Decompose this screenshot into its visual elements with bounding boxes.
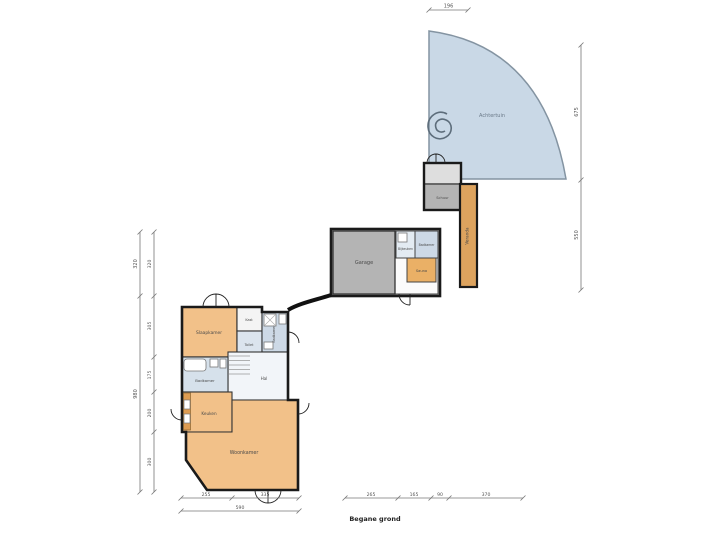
connector-wall bbox=[286, 293, 332, 312]
dimension-label-bottom-house-total: 590 bbox=[236, 505, 245, 511]
toilet-fixture bbox=[219, 358, 227, 369]
dimension-ticks-bottom-far bbox=[342, 495, 526, 501]
dimension-label-left-inner-4: 200 bbox=[147, 409, 153, 418]
bathtub-fixture bbox=[183, 358, 207, 372]
veranda bbox=[458, 182, 479, 289]
dimension-ticks-top bbox=[426, 7, 471, 13]
dimension-label-bottom-far-4: 370 bbox=[482, 492, 491, 498]
house-outline bbox=[180, 305, 300, 492]
garage-block-outline bbox=[329, 227, 442, 298]
bedroom-label: Slaapkamer bbox=[196, 330, 222, 336]
dimension-label-top: 196 bbox=[444, 4, 454, 10]
living-side-door-arc bbox=[297, 402, 310, 415]
washer-fixture bbox=[397, 232, 408, 243]
dimension-label-bottom-far-2: 165 bbox=[410, 492, 419, 498]
veranda-label: Veranda bbox=[465, 227, 470, 245]
shed-door-arc bbox=[426, 153, 446, 164]
toilet-fixture bbox=[278, 313, 287, 325]
kitchen-counter bbox=[183, 392, 191, 431]
dimension-label-left-outer-1: 320 bbox=[133, 259, 139, 269]
dimension-ticks-bottom-house-2 bbox=[178, 508, 302, 514]
living-room-label: Woonkamer bbox=[230, 450, 259, 456]
living-garden-doors-arc bbox=[254, 489, 282, 504]
garage-door-arc bbox=[398, 293, 411, 306]
shower-cross bbox=[263, 313, 277, 327]
kitchen-stove bbox=[183, 413, 191, 424]
utility-label: Bijkeuken bbox=[398, 247, 413, 251]
terrain-label: Achtertuin bbox=[479, 113, 505, 119]
bedroom-door-arc bbox=[202, 293, 230, 308]
dimension-label-left-inner-1: 320 bbox=[147, 260, 153, 269]
shed-label: Schuur bbox=[436, 196, 449, 200]
terrain-area bbox=[428, 30, 567, 180]
closet-label: Kast bbox=[245, 318, 253, 322]
sauna-label: Sauna bbox=[416, 269, 427, 273]
hall bbox=[227, 351, 289, 401]
dimension-ticks-left-outer bbox=[137, 229, 143, 495]
floor-title: Begane grond bbox=[349, 515, 401, 523]
dimension-label-left-inner-5: 300 bbox=[147, 458, 153, 467]
kitchen-label: Keuken bbox=[201, 411, 217, 416]
dimension-label-bottom-house-2: 335 bbox=[261, 492, 270, 498]
stairs bbox=[229, 355, 250, 375]
tree-spiral-icon bbox=[427, 111, 453, 140]
dimension-label-bottom-far-1: 265 bbox=[367, 492, 376, 498]
garage-bathroom-label: Badkamer bbox=[419, 243, 436, 247]
hall-label: Hal bbox=[261, 376, 268, 381]
kitchen-sink bbox=[183, 399, 191, 410]
dimension-label-bottom-far-3: 90 bbox=[437, 492, 443, 498]
garage-label: Garage bbox=[355, 260, 373, 266]
dimension-label-left-inner-3: 175 bbox=[147, 371, 153, 380]
dimension-ticks-right bbox=[578, 42, 584, 293]
dimension-label-left-inner-2: 305 bbox=[147, 322, 153, 331]
garage-room bbox=[332, 230, 396, 295]
bathroom-top-label: Badkamer bbox=[272, 325, 276, 343]
dimension-label-left-outer-2: 980 bbox=[133, 389, 139, 399]
dimension-ticks-bottom-house-1 bbox=[178, 495, 302, 501]
sauna-room bbox=[406, 257, 437, 283]
dimension-label-bottom-house-1: 255 bbox=[202, 492, 211, 498]
dimension-label-right-upper: 675 bbox=[574, 107, 580, 117]
dimension-ticks-left-inner bbox=[151, 229, 157, 495]
shed-porch bbox=[423, 162, 462, 185]
dimension-label-right-lower: 550 bbox=[574, 230, 580, 240]
bathroom-left-label: Badkamer bbox=[195, 378, 215, 383]
sink-fixture bbox=[263, 341, 274, 350]
kitchen-door-arc bbox=[170, 408, 183, 421]
toilet-label: Toilet bbox=[244, 343, 255, 347]
sink-fixture bbox=[209, 358, 219, 368]
bathroom-door-arc bbox=[287, 331, 300, 344]
